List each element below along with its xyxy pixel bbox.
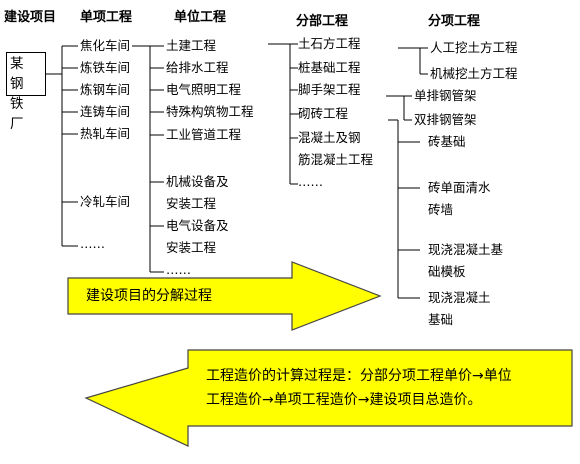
- header-unit: 单位工程: [174, 10, 227, 25]
- subitem-item: 现浇混凝土基: [428, 242, 504, 257]
- subitem-item: 础模板: [428, 264, 466, 279]
- division-item: 桩基础工程: [298, 60, 361, 75]
- single-item: 连铸车间: [80, 104, 131, 119]
- single-item: 热轧车间: [80, 126, 131, 141]
- left-arrow-label-line-2: 工程造价→单项工程造价→建设项目总造价。: [206, 392, 482, 408]
- header-division: 分部工程: [296, 14, 349, 29]
- subitem-item: 砖单面清水: [428, 180, 491, 195]
- unit-item: ……: [166, 262, 191, 277]
- subitem-item: 砖基础: [428, 134, 466, 149]
- subitem-item: 单排钢管架: [414, 88, 477, 103]
- root-node: 某 钢 铁 厂: [6, 52, 46, 132]
- single-item: 冷轧车间: [80, 194, 131, 209]
- unit-item: 电气设备及: [166, 218, 229, 233]
- unit-item: 土建工程: [166, 38, 217, 53]
- single-item: ……: [80, 236, 105, 251]
- single-item: 炼钢车间: [80, 82, 131, 97]
- header-subitem: 分项工程: [428, 14, 481, 29]
- header-project: 建设项目: [4, 10, 57, 25]
- division-item: 脚手架工程: [298, 82, 361, 97]
- unit-item: 安装工程: [166, 240, 217, 255]
- root-line-1: 某 钢: [10, 56, 30, 92]
- header-single: 单项工程: [80, 10, 133, 25]
- unit-item: 工业管道工程: [166, 127, 242, 142]
- root-line-2: 铁 厂: [10, 96, 30, 132]
- unit-item: 给排水工程: [166, 60, 229, 75]
- single-item: 焦化车间: [80, 38, 131, 53]
- unit-item: 电气照明工程: [166, 82, 242, 97]
- left-arrow-label-line-1: 工程造价的计算过程是：分部分项工程单价→单位: [206, 368, 512, 384]
- left-arrow-shape: [84, 349, 573, 447]
- division-item: ……: [298, 174, 323, 189]
- single-item: 炼铁车间: [80, 60, 131, 75]
- unit-item: 特殊构筑物工程: [166, 104, 254, 119]
- unit-item: 安装工程: [166, 196, 217, 211]
- right-arrow-label: 建设项目的分解过程: [86, 288, 212, 304]
- division-item: 砌砖工程: [298, 106, 349, 121]
- subitem-item: 砖墙: [428, 202, 454, 217]
- subitem-item: 基础: [428, 312, 454, 327]
- subitem-item: 机械挖土方工程: [430, 66, 518, 81]
- subitem-item: 双排钢管架: [414, 112, 477, 127]
- division-item: 筋混凝土工程: [298, 152, 374, 167]
- division-item: 混凝土及钢: [298, 130, 361, 145]
- right-arrow-shape: [67, 261, 382, 331]
- subitem-item: 人工挖土方工程: [430, 40, 518, 55]
- unit-item: 机械设备及: [166, 174, 229, 189]
- subitem-item: 现浇混凝土: [428, 290, 491, 305]
- division-item: 土石方工程: [298, 36, 361, 51]
